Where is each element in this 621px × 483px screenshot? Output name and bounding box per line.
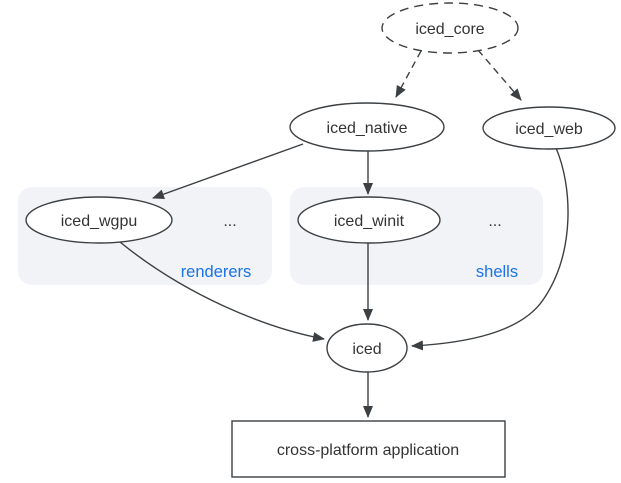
iced_core-label: iced_core xyxy=(415,21,484,38)
iced_native-label: iced_native xyxy=(327,120,408,137)
iced_core-ellipse xyxy=(381,2,519,54)
iced-label: iced xyxy=(352,341,381,358)
app-label: cross-platform application xyxy=(277,442,459,459)
node-cross-platform-application: cross-platform application xyxy=(231,420,506,478)
node-iced_core: iced_core xyxy=(381,2,519,54)
node-iced_winit: iced_winit xyxy=(297,196,441,244)
node-iced: iced xyxy=(326,323,408,373)
iced-ellipse xyxy=(326,323,408,373)
edge-iced_web-to-iced xyxy=(411,147,569,351)
renderers-group-label: renderers xyxy=(181,263,252,281)
renderers-ellipsis: ... xyxy=(223,213,236,230)
iced_wgpu-ellipse xyxy=(25,196,173,244)
edge-iced_core-to-iced_web xyxy=(477,49,522,101)
node-iced_native: iced_native xyxy=(289,102,445,152)
iced_winit-label: iced_winit xyxy=(334,213,405,230)
edge-iced_native-to-iced_wgpu xyxy=(152,143,304,199)
iced_web-ellipse xyxy=(482,106,616,150)
app-rect xyxy=(231,420,506,478)
edge-iced_wgpu-to-iced xyxy=(119,241,325,342)
iced_web-label: iced_web xyxy=(515,121,583,138)
edge-iced_core-to-iced_native xyxy=(395,50,422,98)
node-iced_wgpu: iced_wgpu xyxy=(25,196,173,244)
iced_native-ellipse xyxy=(289,102,445,152)
shells-group-label: shells xyxy=(476,263,518,281)
iced_wgpu-label: iced_wgpu xyxy=(61,213,138,230)
iced_winit-ellipse xyxy=(297,196,441,244)
shells-ellipsis: ... xyxy=(488,213,501,230)
node-iced_web: iced_web xyxy=(482,106,616,150)
